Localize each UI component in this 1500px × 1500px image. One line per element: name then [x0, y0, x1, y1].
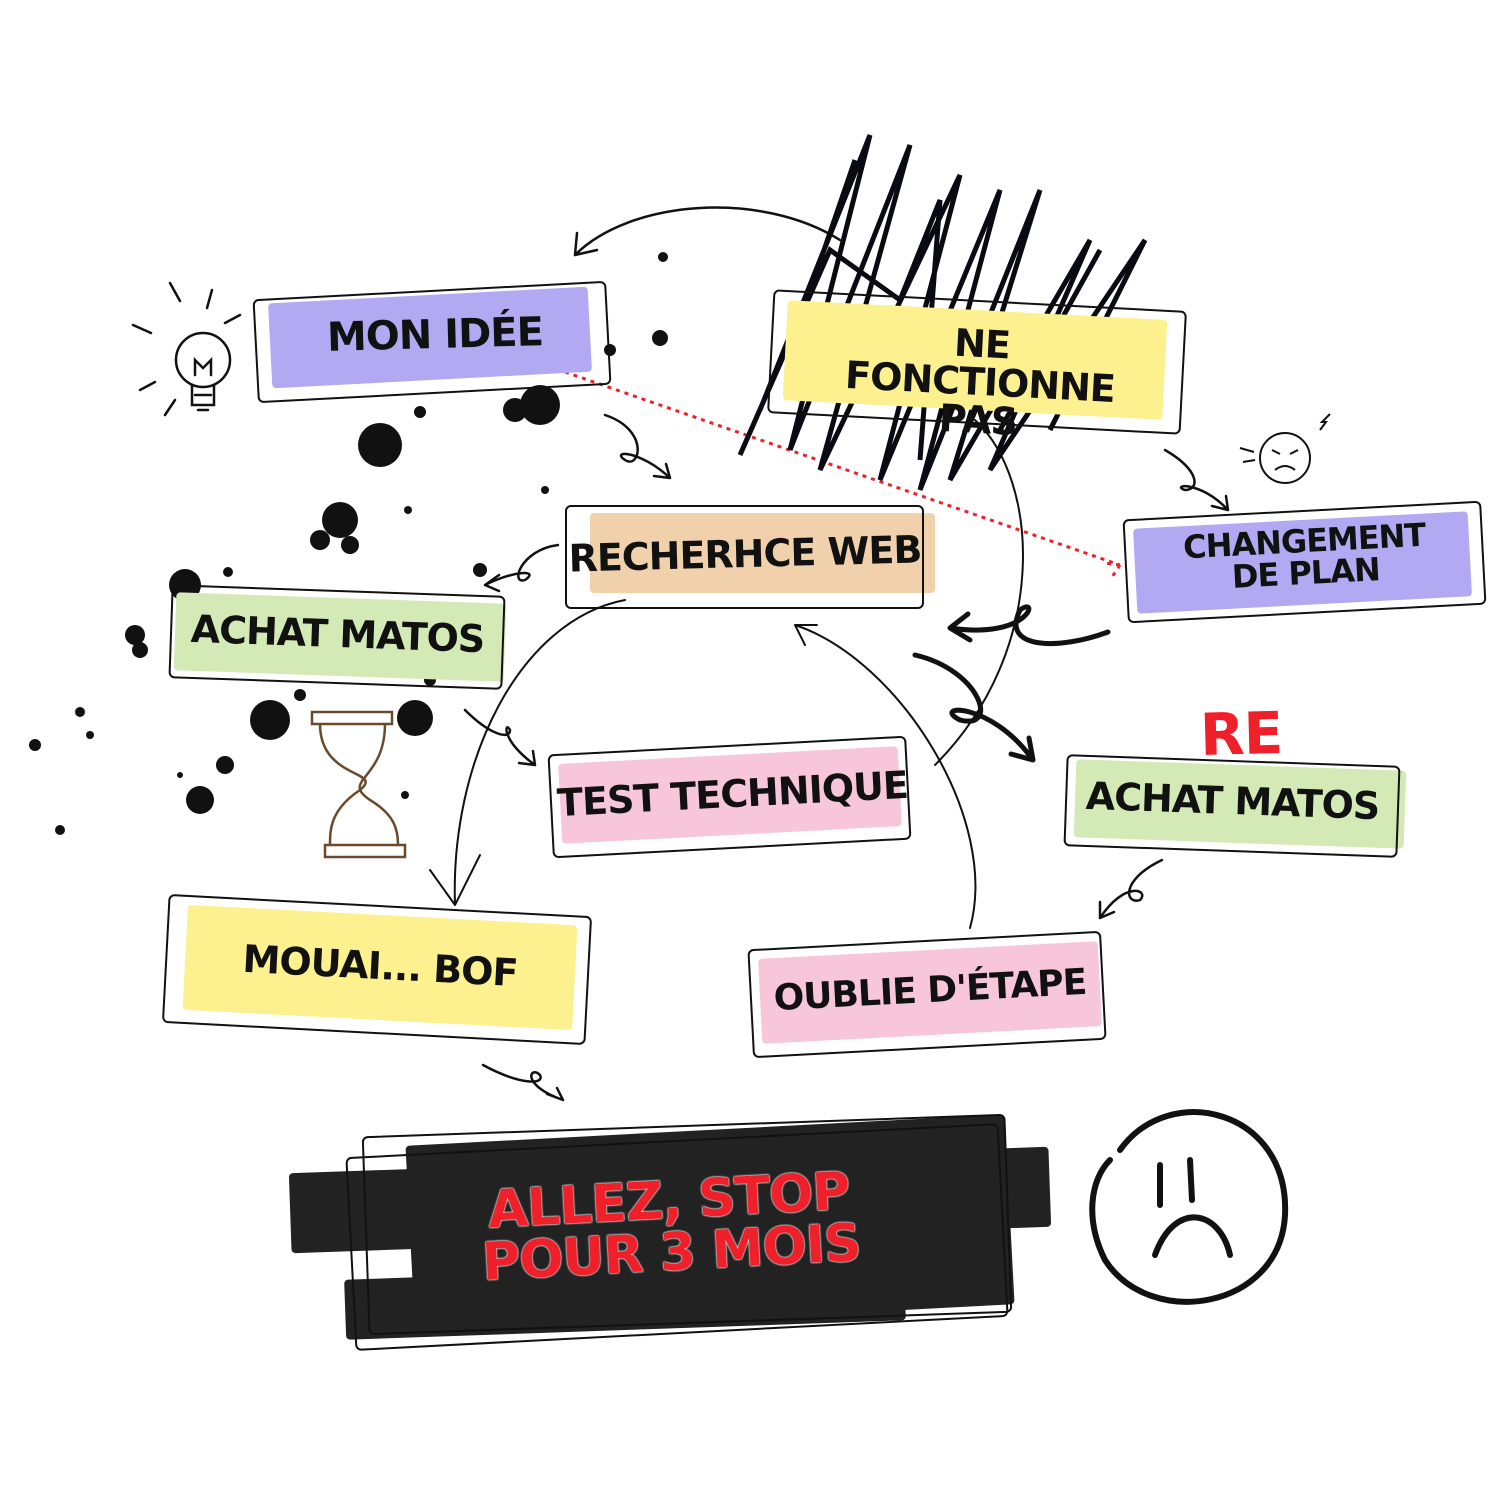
sad-face-icon: [1089, 1109, 1289, 1305]
node-forgot-step: OUBLIE D'ÉTAPE: [747, 930, 1110, 1059]
arrow-notworking-to-change: [1163, 448, 1230, 512]
arrow-change-to-search: [947, 604, 1111, 647]
angry-face-icon: [1239, 413, 1331, 484]
node-not-working-label: NE FONCTIONNE PAS: [844, 320, 1116, 444]
node-buy-gear: ACHAT MATOS: [168, 584, 507, 690]
arrow-rebuy-to-forgot: [1098, 858, 1164, 920]
arrow-search-to-buy: [483, 543, 560, 593]
node-buy-gear-label: ACHAT MATOS: [190, 606, 485, 662]
arrow-idea-to-search: [603, 413, 672, 480]
node-re-prefix: RE: [1199, 698, 1284, 770]
scribble-out: [737, 134, 1148, 491]
node-web-search-label: RECHERHCE WEB: [568, 527, 922, 581]
node-idea: MON IDÉE: [252, 280, 615, 404]
node-tech-test: TEST TECHNIQUE: [547, 735, 915, 859]
node-meh: MOUAI... BOF: [161, 893, 595, 1046]
node-stop: ALLEZ, STOP POUR 3 MOIS: [288, 1113, 1052, 1351]
node-change-plan: CHANGEMENT DE PLAN: [1122, 500, 1487, 624]
arrow-back-to-idea: [573, 206, 842, 257]
hourglass-icon: [310, 710, 407, 859]
node-not-working: NE FONCTIONNE PAS: [767, 289, 1190, 444]
re-prefix-label: RE: [1199, 698, 1284, 770]
arrow-forgot-to-search: [794, 624, 977, 929]
arrow-search-to-meh: [429, 599, 626, 906]
arrow-search-to-rebuy: [912, 652, 1036, 763]
node-change-plan-label: CHANGEMENT DE PLAN: [1182, 515, 1427, 596]
node-re-buy-gear-label: ACHAT MATOS: [1085, 773, 1380, 829]
lightbulb-icon: [131, 281, 242, 417]
dotted-arrow-idea-to-change: [564, 370, 1122, 578]
node-re-buy-gear: ACHAT MATOS: [1063, 754, 1407, 858]
node-web-search: RECHERHCE WEB: [565, 505, 935, 610]
node-stop-label: ALLEZ, STOP POUR 3 MOIS: [480, 1161, 863, 1293]
arrow-meh-to-stop: [481, 1063, 565, 1102]
arrow-buy-to-test: [463, 708, 537, 767]
